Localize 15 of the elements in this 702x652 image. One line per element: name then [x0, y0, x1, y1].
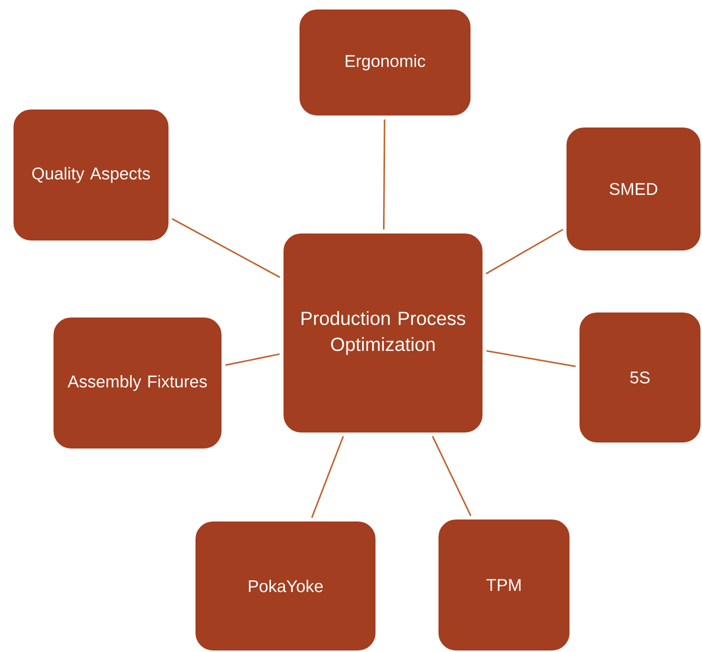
topic-box: Assembly Fixtures: [52, 316, 222, 450]
topic-box: TPM: [438, 518, 570, 652]
connector-line: [432, 436, 472, 516]
topic-box: SMED: [566, 126, 702, 252]
connector-line: [383, 119, 386, 230]
topic-box: Ergonomic: [298, 8, 472, 116]
connector-line: [486, 228, 564, 274]
topic-box: Quality Aspects: [12, 108, 170, 242]
connector-line: [311, 436, 344, 518]
connector-line: [172, 218, 280, 278]
connector-line: [225, 353, 280, 366]
topic-box: 5S: [578, 311, 702, 444]
connector-line: [486, 350, 576, 368]
hub-box: Production Process Optimization: [282, 232, 484, 434]
topic-box: PokaYoke: [194, 520, 376, 652]
